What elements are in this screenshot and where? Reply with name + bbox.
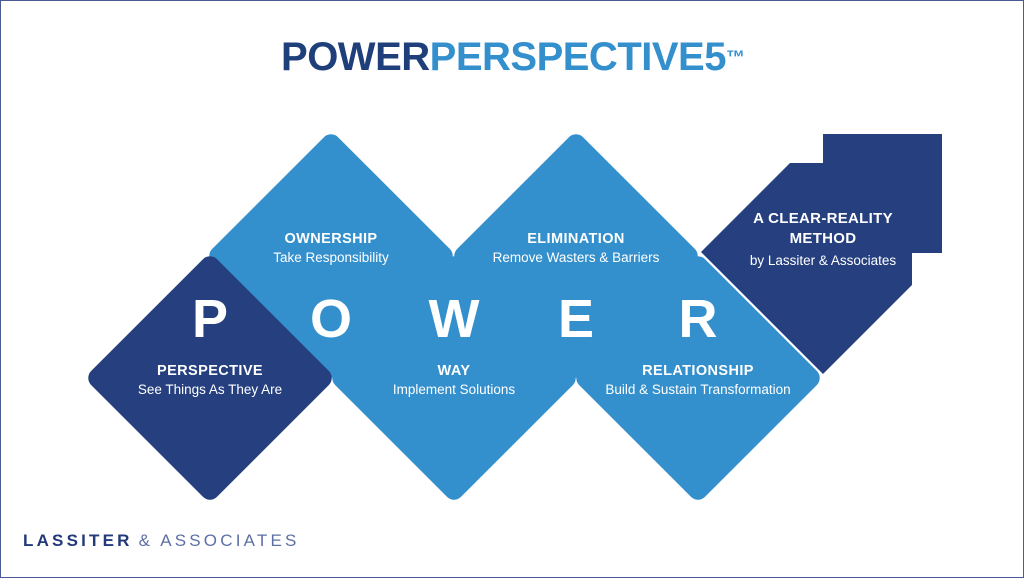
arrow-body[interactable] (701, 134, 942, 374)
company-logo: LASSITER & ASSOCIATES (23, 531, 300, 551)
page-title: POWERPERSPECTIVE5™ (1, 35, 1023, 80)
title-part-power: POWER (281, 35, 430, 79)
trademark-icon: ™ (725, 47, 745, 69)
title-part-perspective: PERSPECTIVE (429, 35, 705, 79)
logo-text-lassiter: LASSITER (23, 531, 133, 550)
logo-text-associates: & ASSOCIATES (138, 531, 300, 550)
diamond-way[interactable] (328, 252, 580, 504)
diamond-perspective[interactable] (84, 252, 336, 504)
arrow-clear-reality-method[interactable] (701, 134, 942, 374)
diamond-relationship[interactable] (572, 252, 824, 504)
title-part-number: 5 (704, 35, 726, 79)
